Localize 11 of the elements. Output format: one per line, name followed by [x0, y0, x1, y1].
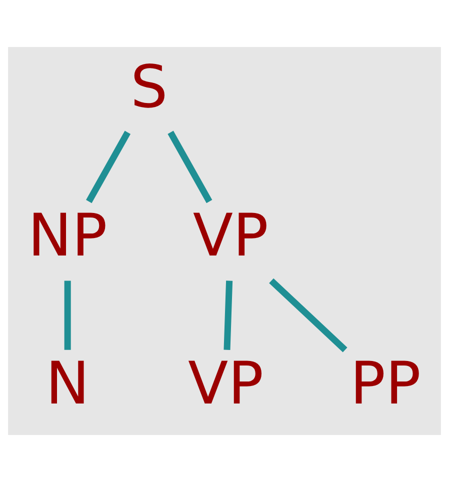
connector: [86, 130, 131, 203]
connector: [224, 280, 233, 350]
node-text: VP: [188, 349, 264, 418]
node-text: N: [46, 349, 90, 418]
connector: [269, 278, 348, 352]
node-text: NP: [28, 200, 108, 269]
node-text: S: [130, 52, 168, 120]
node-text: VP: [192, 200, 268, 269]
connector: [64, 280, 71, 350]
connector: [168, 130, 212, 203]
node-text: PP: [350, 349, 421, 418]
